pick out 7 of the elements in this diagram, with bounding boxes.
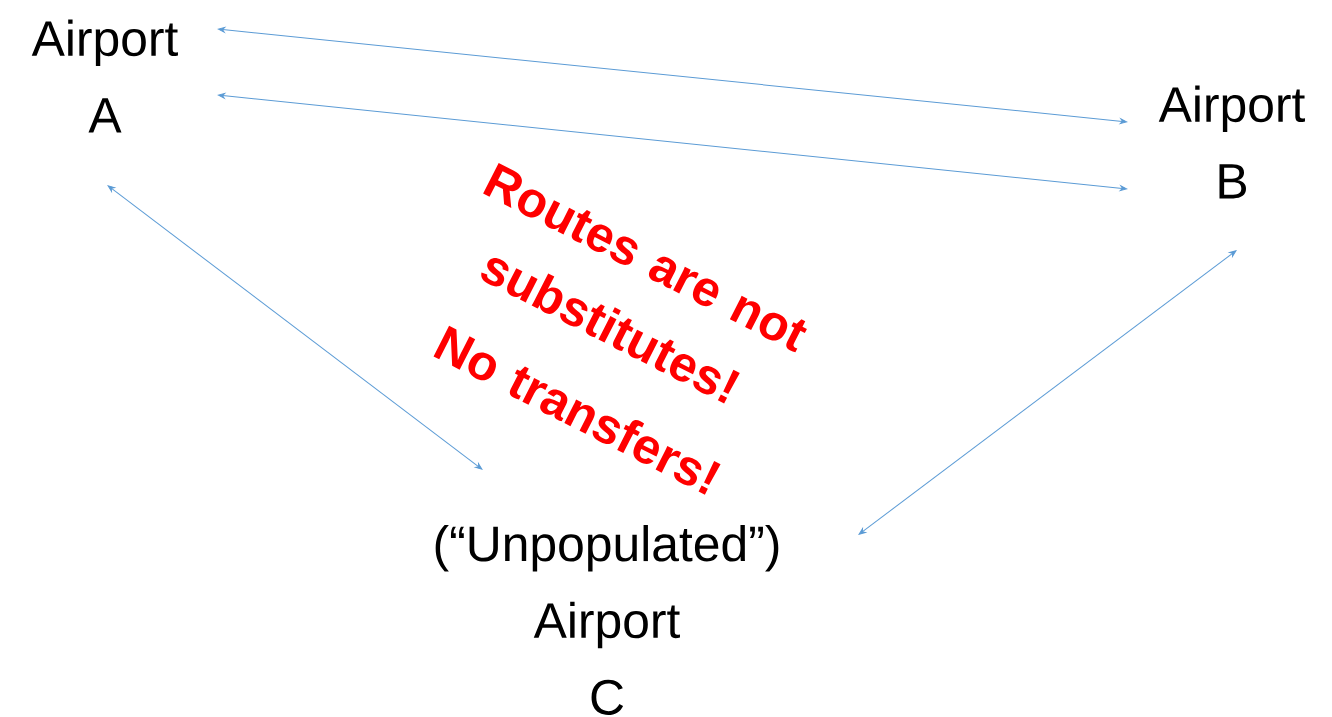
arrow — [217, 26, 1128, 125]
arrow — [858, 250, 1237, 535]
airport-label: Airport B — [1158, 85, 1305, 199]
arrow — [107, 185, 483, 470]
airport-label: (“Unpopulated”) Airport C — [435, 525, 779, 715]
arrow — [217, 92, 1128, 192]
airport-label: Airport A — [31, 19, 178, 133]
